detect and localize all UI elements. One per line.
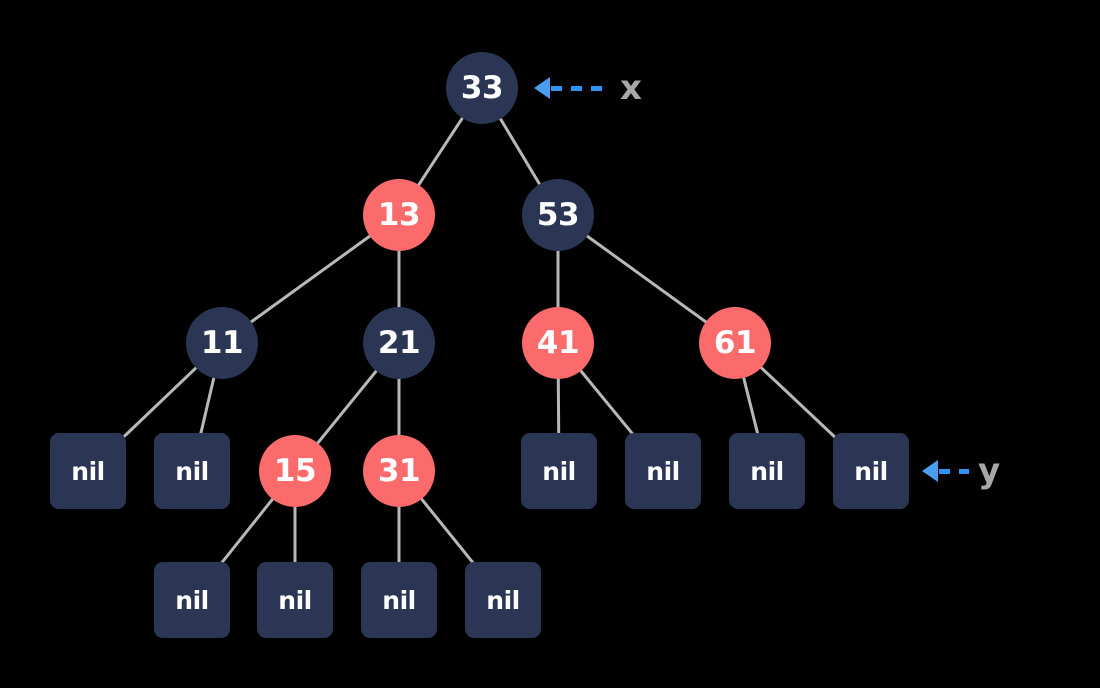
nil-leaf-node[interactable]: nil — [833, 433, 909, 509]
nil-leaf-node[interactable]: nil — [625, 433, 701, 509]
tree-node-21[interactable]: 21 — [363, 307, 435, 379]
node-label: nil — [175, 456, 209, 486]
arrow-left-icon — [534, 77, 550, 99]
tree-node-31[interactable]: 31 — [363, 435, 435, 507]
tree-node-15[interactable]: 15 — [259, 435, 331, 507]
pointer-label: y — [978, 451, 1001, 491]
tree-node-13[interactable]: 13 — [363, 179, 435, 251]
node-label: 15 — [273, 453, 317, 489]
nil-leaf-node[interactable]: nil — [154, 562, 230, 638]
tree-edge — [497, 114, 543, 189]
node-label: 53 — [536, 197, 580, 233]
node-label: 61 — [713, 325, 757, 361]
tree-node-41[interactable]: 41 — [522, 307, 594, 379]
ptr-x: x — [534, 68, 642, 108]
node-label: 33 — [460, 70, 504, 106]
tree-edge — [415, 113, 466, 190]
tree-edge — [198, 373, 217, 438]
nil-leaf-node[interactable]: nil — [257, 562, 333, 638]
tree-edge — [577, 366, 636, 438]
pointer-label: x — [620, 68, 642, 108]
node-label: 31 — [377, 453, 421, 489]
tree-node-11[interactable]: 11 — [186, 307, 258, 379]
tree-edge — [218, 495, 277, 567]
node-label: 13 — [377, 197, 421, 233]
node-label: nil — [175, 585, 209, 615]
nil-leaf-node[interactable]: nil — [50, 433, 126, 509]
tree-edge — [757, 363, 837, 440]
tree-edge — [247, 232, 374, 326]
ptr-y: y — [922, 451, 1000, 491]
node-label: nil — [542, 456, 576, 486]
tree-edge — [741, 373, 760, 438]
tree-edge — [314, 366, 380, 448]
tree-node-61[interactable]: 61 — [699, 307, 771, 379]
node-label: 41 — [536, 325, 580, 361]
node-label: nil — [71, 456, 105, 486]
node-label: nil — [278, 585, 312, 615]
node-label: 21 — [377, 325, 421, 361]
node-label: nil — [486, 585, 520, 615]
nil-leaf-node[interactable]: nil — [361, 562, 437, 638]
nil-leaf-node[interactable]: nil — [729, 433, 805, 509]
tree-node-53[interactable]: 53 — [522, 179, 594, 251]
node-label: nil — [750, 456, 784, 486]
dashed-line — [939, 468, 969, 474]
tree-edge — [122, 364, 200, 439]
tree-edge — [417, 494, 477, 567]
arrow-left-icon — [922, 460, 938, 482]
tree-node-33[interactable]: 33 — [446, 52, 518, 124]
dashed-line — [551, 85, 611, 91]
nil-leaf-node[interactable]: nil — [154, 433, 230, 509]
nil-leaf-node[interactable]: nil — [521, 433, 597, 509]
node-label: nil — [854, 456, 888, 486]
nil-leaf-node[interactable]: nil — [465, 562, 541, 638]
node-label: nil — [646, 456, 680, 486]
node-label: nil — [382, 585, 416, 615]
tree-edge — [583, 232, 710, 326]
node-label: 11 — [200, 325, 244, 361]
